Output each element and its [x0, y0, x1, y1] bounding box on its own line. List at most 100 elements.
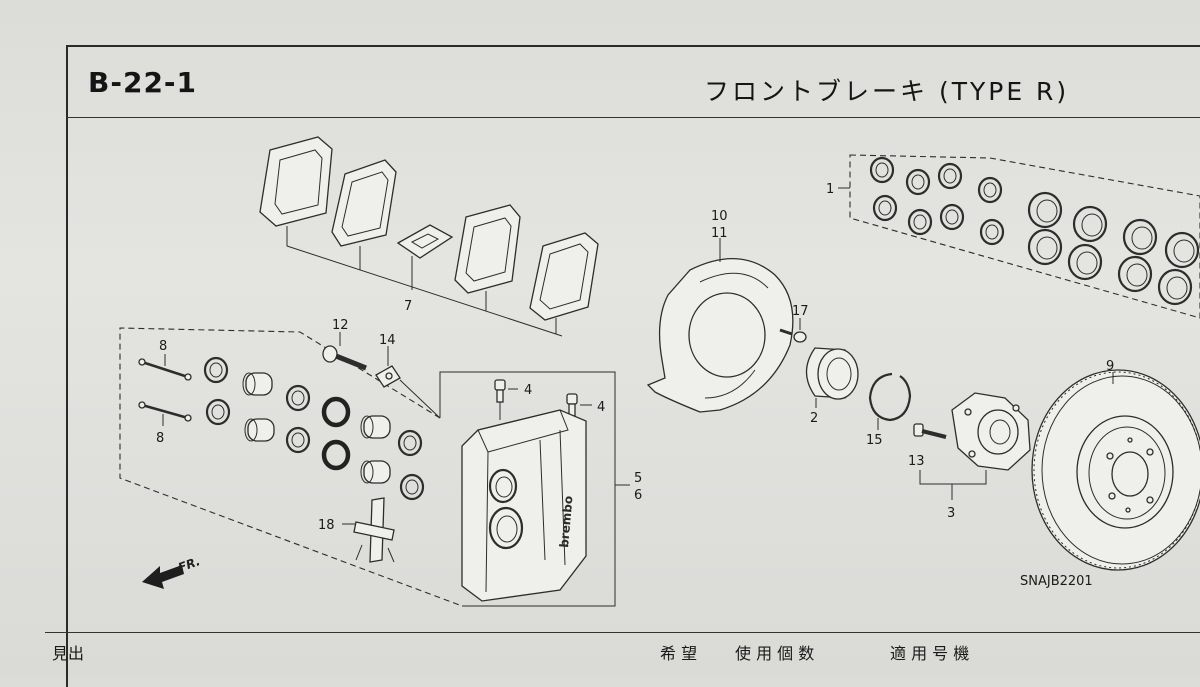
boot: [1027, 191, 1063, 229]
boot-inner: [1076, 251, 1098, 275]
seal-inner: [943, 168, 957, 184]
hub-bore: [989, 419, 1011, 445]
boot: [1164, 231, 1200, 269]
guide-pin-upper: [138, 358, 192, 381]
pin-end: [138, 401, 146, 409]
piston-seal-inner: [211, 404, 225, 420]
hub-spigot: [977, 409, 1019, 455]
disc-stud-hole: [1108, 492, 1116, 500]
figure-code: SNAJB2201: [1020, 574, 1093, 589]
seal-inner: [878, 200, 892, 216]
arrow-icon: [142, 565, 184, 589]
large-seals: [1027, 191, 1200, 306]
piston-seal: [285, 426, 311, 454]
boot: [1117, 255, 1153, 293]
seal-inner: [983, 182, 997, 198]
callout-15: 15: [866, 433, 883, 448]
seal-inner: [985, 224, 999, 240]
boot-inner: [1126, 263, 1148, 287]
caliper-kit-box-solid: [439, 371, 616, 607]
anti-rattle-clip: [353, 497, 395, 563]
seal: [907, 208, 933, 236]
page-title: フロントブレーキ (TYPE R): [704, 77, 1070, 106]
caliper-piston-bore-lower: [488, 506, 524, 550]
hub-stud-hole: [968, 450, 976, 458]
seal-inner: [913, 214, 927, 230]
disc-hat-inner: [1088, 426, 1166, 520]
pad-shim-cutout: [410, 233, 440, 249]
boot-inner: [1036, 236, 1058, 260]
brake-pad-group: 7: [259, 136, 599, 337]
caliper-body: [461, 409, 587, 602]
header-divider: [66, 117, 1200, 118]
caliper-piston-bore-upper: [488, 468, 518, 504]
guide-pin-lower: [138, 401, 192, 422]
pin-shaft: [141, 360, 189, 379]
wheel-bearing: [805, 347, 859, 400]
disc-edge: [1041, 375, 1200, 565]
brake-pad-1: [259, 136, 333, 227]
bolt-bracket-leader: [399, 379, 441, 419]
caliper-bridge: [477, 409, 569, 453]
callout-7: 7: [404, 299, 412, 314]
piston-seals: [203, 356, 425, 501]
seal: [939, 203, 965, 231]
piston-seal: [205, 398, 231, 426]
bolt-17: [779, 328, 807, 343]
section-code: B-22-1: [88, 66, 198, 99]
boot-inner: [1131, 226, 1153, 250]
piston-seal-inner: [209, 362, 223, 378]
callout-4-left: 4: [524, 383, 532, 398]
brake-pad-4-backing: [539, 243, 589, 310]
brake-caliper: brembo: [461, 409, 587, 602]
disc-vent: [1033, 371, 1200, 569]
callout-14: 14: [379, 333, 396, 348]
bolt-shaft: [335, 353, 367, 371]
col-quantity: 使 用 個 数: [735, 644, 815, 663]
hub-bracket: [919, 470, 987, 485]
callout-5: 5: [634, 471, 642, 486]
bracket-14: [375, 365, 401, 388]
boot: [1067, 243, 1103, 281]
bleeder-bolt-2: [566, 393, 578, 417]
piston-seal-inner: [405, 479, 419, 495]
callout-2: 2: [810, 411, 818, 426]
disc-screw-hole: [1125, 507, 1131, 513]
caliper-kit-box: [119, 327, 463, 607]
callout-18: 18: [318, 518, 335, 533]
brake-disc: [1031, 369, 1200, 571]
col-applicable: 適 用 号 機: [890, 644, 970, 663]
caliper-logo: brembo: [557, 495, 575, 548]
direction-label: FR.: [176, 554, 202, 575]
callout-9: 9: [1106, 359, 1114, 374]
boot-inner: [1081, 213, 1103, 237]
hub-stud: [913, 423, 947, 439]
boot: [1027, 228, 1063, 266]
piston-seal: [399, 473, 425, 501]
piston-seal-inner: [291, 390, 305, 406]
piston-seal-inner: [291, 432, 305, 448]
piston-seal: [397, 429, 423, 457]
bearing-face: [817, 348, 859, 400]
catalog-frame: [66, 45, 1200, 687]
callout-3: 3: [947, 506, 955, 521]
caliper-kit-group: 8 8 18: [119, 327, 616, 607]
pad-shim: [396, 224, 454, 259]
seal-kit-box: [849, 154, 1200, 319]
seal: [979, 218, 1005, 246]
callout-13: 13: [908, 454, 925, 469]
seal-inner: [875, 162, 889, 178]
dust-shield: [646, 258, 794, 413]
seal: [905, 168, 931, 196]
boot: [1122, 218, 1158, 256]
front-direction-arrow: FR.: [142, 554, 202, 589]
col-heading: 見出: [52, 644, 85, 663]
boot: [1072, 205, 1108, 243]
disc-screw-hole: [1127, 437, 1133, 443]
boot-inner: [1166, 276, 1188, 300]
seal: [937, 162, 963, 190]
caliper-rib: [539, 429, 566, 566]
bolt-12: [322, 345, 367, 371]
hub-stud-hole: [1012, 404, 1020, 412]
boot-inner: [1173, 239, 1195, 263]
